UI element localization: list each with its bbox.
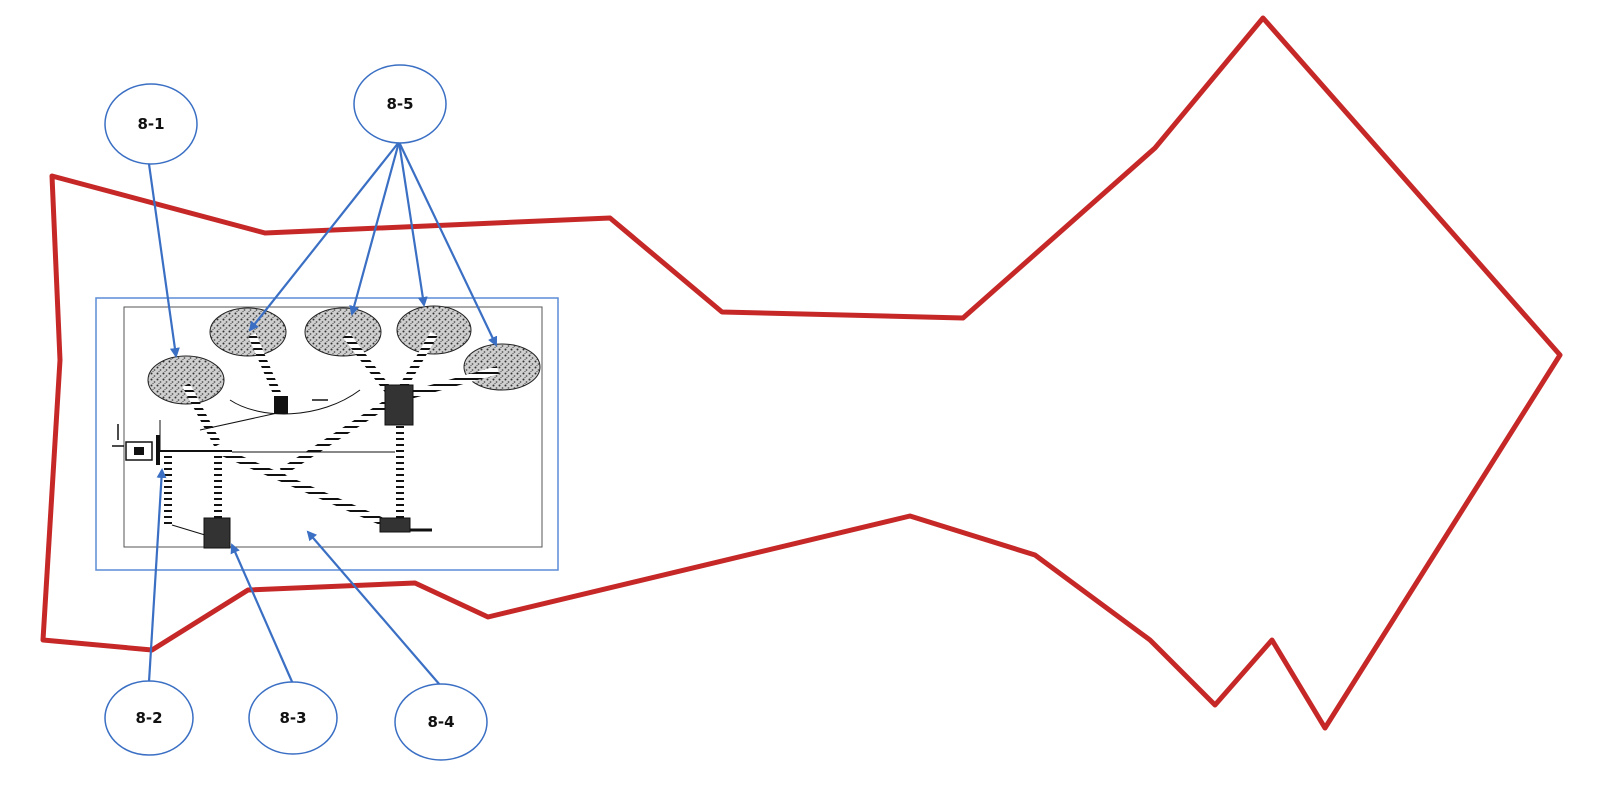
leader-8-5-d [398,141,498,347]
stockpile [463,343,541,391]
callout-8-2: 8-2 [104,680,194,756]
leader-8-5-b [349,141,401,316]
callout-label: 8-5 [386,95,413,113]
callout-label: 8-4 [427,713,454,731]
feed-hopper-core [134,447,144,455]
leader-8-1 [147,163,180,358]
screen-building [384,384,414,426]
callout-8-3: 8-3 [248,681,338,755]
feed-post [156,435,160,465]
callout-label: 8-2 [135,709,162,727]
discharge-unit [379,517,411,533]
leader-8-3 [230,543,295,685]
plan-sheet-border [123,306,543,548]
crusher-unit [274,396,288,414]
callout-8-4: 8-4 [394,683,488,761]
site-boundary [40,15,1563,731]
leader-8-4 [306,530,441,686]
callout-label: 8-3 [279,709,306,727]
callout-8-1: 8-1 [104,83,198,165]
primary-unit [203,517,231,549]
callout-8-5: 8-5 [353,64,447,144]
leader-8-2 [147,468,167,683]
stockpile [209,307,287,357]
conveyors [160,331,500,529]
callout-leaders [147,141,498,686]
stockpile [304,307,382,357]
stockpile [147,355,225,405]
leader-8-5-c [397,141,428,307]
plant-layout-plan [112,305,541,549]
callout-label: 8-1 [137,115,164,133]
leader-8-5-a [248,141,400,332]
stockpile [396,305,472,355]
